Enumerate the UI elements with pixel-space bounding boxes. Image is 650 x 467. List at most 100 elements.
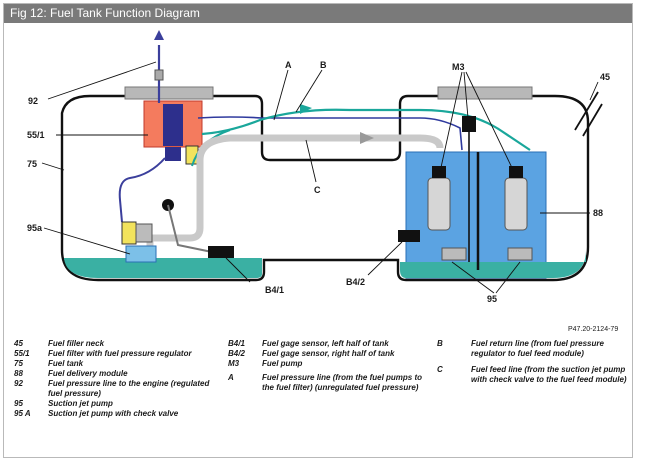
leader-95-a	[451, 261, 495, 294]
line-a	[197, 116, 463, 151]
callout-55-1: 55/1	[27, 130, 45, 140]
line-c-arrow	[360, 132, 374, 144]
fuel-level-left	[64, 258, 262, 278]
leader-b4-2	[367, 241, 403, 276]
callout-95a: 95a	[27, 223, 43, 233]
legend-code: M3	[228, 359, 240, 368]
legend-code: 92	[14, 379, 23, 388]
leader-45	[589, 81, 599, 101]
pressure-regulator	[165, 147, 181, 161]
legend-desc: Fuel gage sensor, left half of tank	[262, 339, 389, 348]
legend-row: 95 A Suction jet pump with check valve	[14, 409, 219, 419]
callout-95: 95	[487, 294, 497, 304]
legend-desc: Fuel filter with fuel pressure regulator	[48, 349, 192, 358]
legend-code: 95	[14, 399, 23, 408]
leader-m3-c	[465, 71, 515, 173]
legend-column-1: 45 Fuel filler neck 55/1 Fuel filter with …	[14, 339, 219, 419]
legend-row: C Fuel feed line (from the suction jet pu…	[437, 365, 627, 385]
flange-right	[437, 86, 533, 100]
legend-desc: Fuel pump	[262, 359, 303, 368]
legend-code: 45	[14, 339, 23, 348]
legend-column-3: B Fuel return line (from fuel pressure re…	[437, 339, 627, 385]
legend-code: 55/1	[14, 349, 30, 358]
legend-row: M3 Fuel pump	[228, 359, 428, 369]
legend-code: 75	[14, 359, 23, 368]
legend-desc: Fuel gage sensor, right half of tank	[262, 349, 395, 358]
callout-92: 92	[28, 96, 38, 106]
legend-row: 45 Fuel filler neck	[14, 339, 219, 349]
legend-desc: Fuel pressure line to the engine (regula…	[48, 379, 210, 398]
fuel-filler-neck	[574, 91, 603, 137]
legend-desc: Fuel pressure line (from the fuel pumps …	[262, 373, 423, 392]
check-valve-95a	[121, 221, 137, 245]
fuel-tank-outline	[60, 94, 590, 282]
legend-desc: Fuel tank	[48, 359, 84, 368]
legend-desc: Fuel filler neck	[48, 339, 105, 348]
callout-c: C	[314, 185, 321, 195]
callout-m3: M3	[452, 62, 465, 72]
legend-desc: Suction jet pump with check valve	[48, 409, 179, 418]
leader-75	[41, 162, 65, 171]
suction-jet-pump-95a	[125, 245, 157, 263]
legend-row: 75 Fuel tank	[14, 359, 219, 369]
legend-row: A Fuel pressure line (from the fuel pumps…	[228, 373, 428, 393]
pump-check-valve	[462, 116, 476, 132]
legend-row: B Fuel return line (from fuel pressure re…	[437, 339, 627, 359]
callout-45: 45	[600, 72, 610, 82]
callout-b4-2: B4/2	[346, 277, 365, 287]
line-c	[146, 134, 444, 254]
fuel-filter-core	[163, 104, 183, 146]
leader-a	[273, 69, 289, 121]
callout-75: 75	[27, 159, 37, 169]
line-b-arrow	[300, 104, 312, 114]
legend-desc: Suction jet pump	[48, 399, 113, 408]
leader-b4-1	[225, 257, 251, 283]
legend-row: 55/1 Fuel filter with fuel pressure regul…	[14, 349, 219, 359]
figure-reference: P47.20-2124-79	[568, 326, 618, 333]
legend-row: 88 Fuel delivery module	[14, 369, 219, 379]
fuel-pump-right	[504, 177, 528, 231]
legend-code: C	[437, 365, 443, 374]
callout-a: A	[285, 60, 292, 70]
legend-row: B4/1 Fuel gage sensor, left half of tank	[228, 339, 428, 349]
legend-desc: Fuel return line (from fuel pressure reg…	[471, 339, 604, 358]
callout-88: 88	[593, 208, 603, 218]
figure-title: Fig 12: Fuel Tank Function Diagram	[4, 4, 632, 23]
legend-code: B	[437, 339, 443, 348]
float-arm-b4-1	[167, 204, 213, 253]
legend-row: 92 Fuel pressure line to the engine (regu…	[14, 379, 219, 399]
suction-jet-pump-95-left	[441, 247, 467, 261]
pump-right-top	[509, 166, 523, 178]
check-valve-body	[135, 223, 153, 243]
callout-b4-1: B4/1	[265, 285, 284, 295]
callout-b: B	[320, 60, 327, 70]
line-92-fitting	[154, 69, 164, 81]
line-92-arrow	[154, 30, 164, 40]
pump-left-top	[432, 166, 446, 178]
legend-code: 88	[14, 369, 23, 378]
leader-c	[305, 139, 317, 183]
legend-code: B4/1	[228, 339, 245, 348]
legend-row: B4/2 Fuel gage sensor, right half of tank	[228, 349, 428, 359]
leader-95-b	[495, 261, 521, 294]
fuel-gage-sensor-left	[208, 246, 234, 258]
suction-jet-pump-95-right	[507, 247, 533, 261]
line-95a-feed	[118, 157, 166, 223]
legend-code: 95 A	[14, 409, 31, 418]
leader-95a	[43, 227, 131, 255]
leader-m3-a	[439, 71, 463, 173]
leader-92	[47, 61, 157, 100]
legend-code: B4/2	[228, 349, 245, 358]
fuel-pump-left	[427, 177, 451, 231]
legend-desc: Fuel delivery module	[48, 369, 128, 378]
legend-code: A	[228, 373, 234, 382]
leader-b	[295, 69, 323, 113]
legend-desc: Fuel feed line (from the suction jet pum…	[471, 365, 627, 384]
leader-m3-b	[463, 71, 469, 119]
flange-left	[124, 86, 214, 100]
legend-row: 95 Suction jet pump	[14, 399, 219, 409]
fuel-gage-sensor-right	[398, 230, 420, 242]
fuel-level-module	[406, 262, 546, 278]
